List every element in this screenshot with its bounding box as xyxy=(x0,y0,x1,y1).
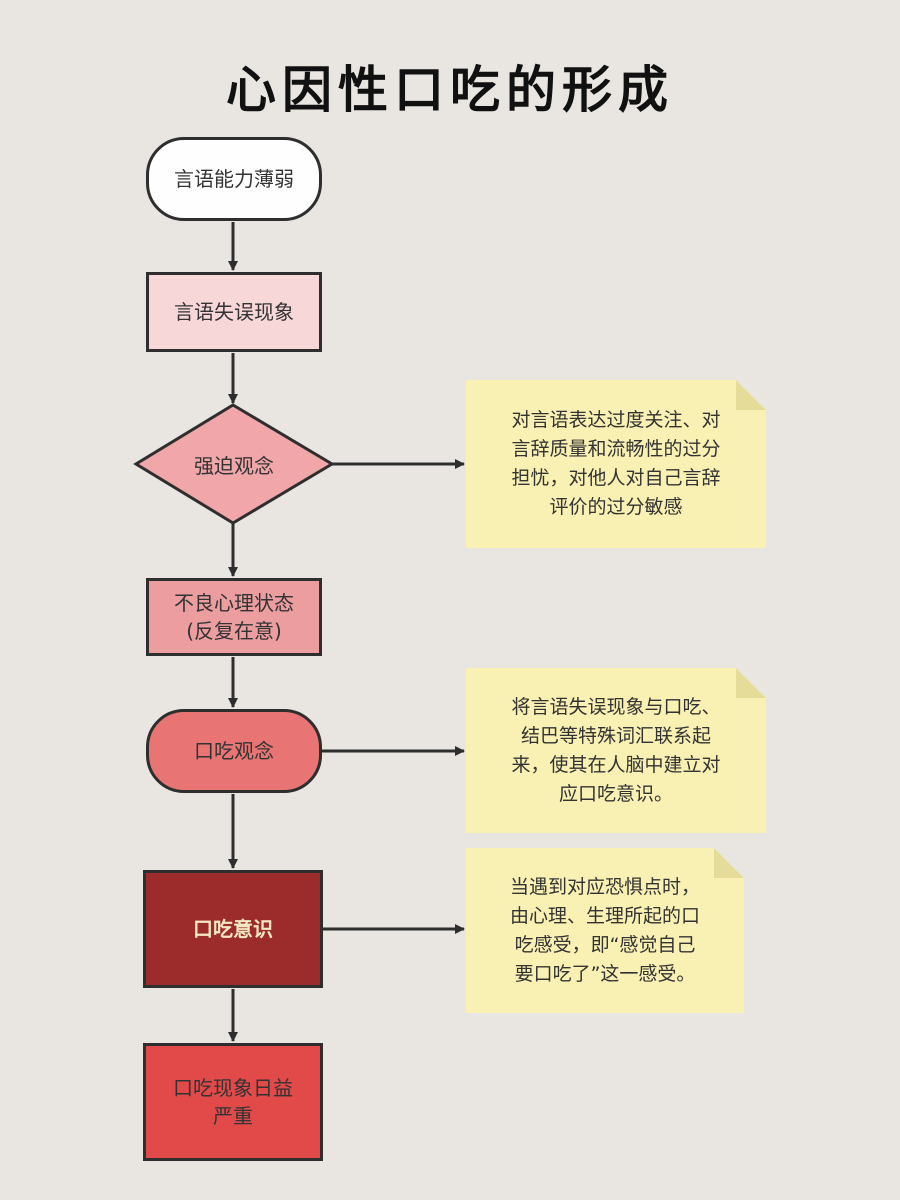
note-stutter-idea: 将言语失误现象与口吃、 结巴等特殊词汇联系起 来，使其在人脑中建立对 应口吃意识… xyxy=(466,668,766,833)
node-stutter-awareness: 口吃意识 xyxy=(143,870,323,988)
note-stutter-awareness: 当遇到对应恐惧点时， 由心理、生理所起的口 吃感受，即“感觉自己 要口吃了”这一… xyxy=(466,848,744,1013)
note-obsession: 对言语表达过度关注、对 言辞质量和流畅性的过分 担忧，对他人对自己言辞 评价的过… xyxy=(466,380,766,548)
node-bad-mental-state: 不良心理状态 (反复在意) xyxy=(146,578,322,656)
bad-state-line2: (反复在意) xyxy=(186,619,282,643)
node-stutter-idea: 口吃观念 xyxy=(146,709,322,793)
note-obsession-text: 对言语表达过度关注、对 言辞质量和流畅性的过分 担忧，对他人对自己言辞 评价的过… xyxy=(511,409,721,518)
note-stutter-idea-text: 将言语失误现象与口吃、 结巴等特殊词汇联系起 来，使其在人脑中建立对 应口吃意识… xyxy=(511,695,721,805)
obsession-diamond xyxy=(133,403,335,525)
worse-label: 口吃现象日益严重 xyxy=(173,1076,293,1128)
node-obsession-label: 强迫观念 xyxy=(194,453,274,478)
node-stutter-worsening: 口吃现象日益严重 xyxy=(143,1043,323,1161)
node-speech-slip: 言语失误现象 xyxy=(146,272,322,352)
note-stutter-awareness-text: 当遇到对应恐惧点时， 由心理、生理所起的口 吃感受，即“感觉自己 要口吃了”这一… xyxy=(509,875,700,985)
node-weak-speech-ability: 言语能力薄弱 xyxy=(146,137,322,221)
bad-state-line1: 不良心理状态 xyxy=(174,591,294,615)
page-title: 心因性口吃的形成 xyxy=(226,61,674,119)
